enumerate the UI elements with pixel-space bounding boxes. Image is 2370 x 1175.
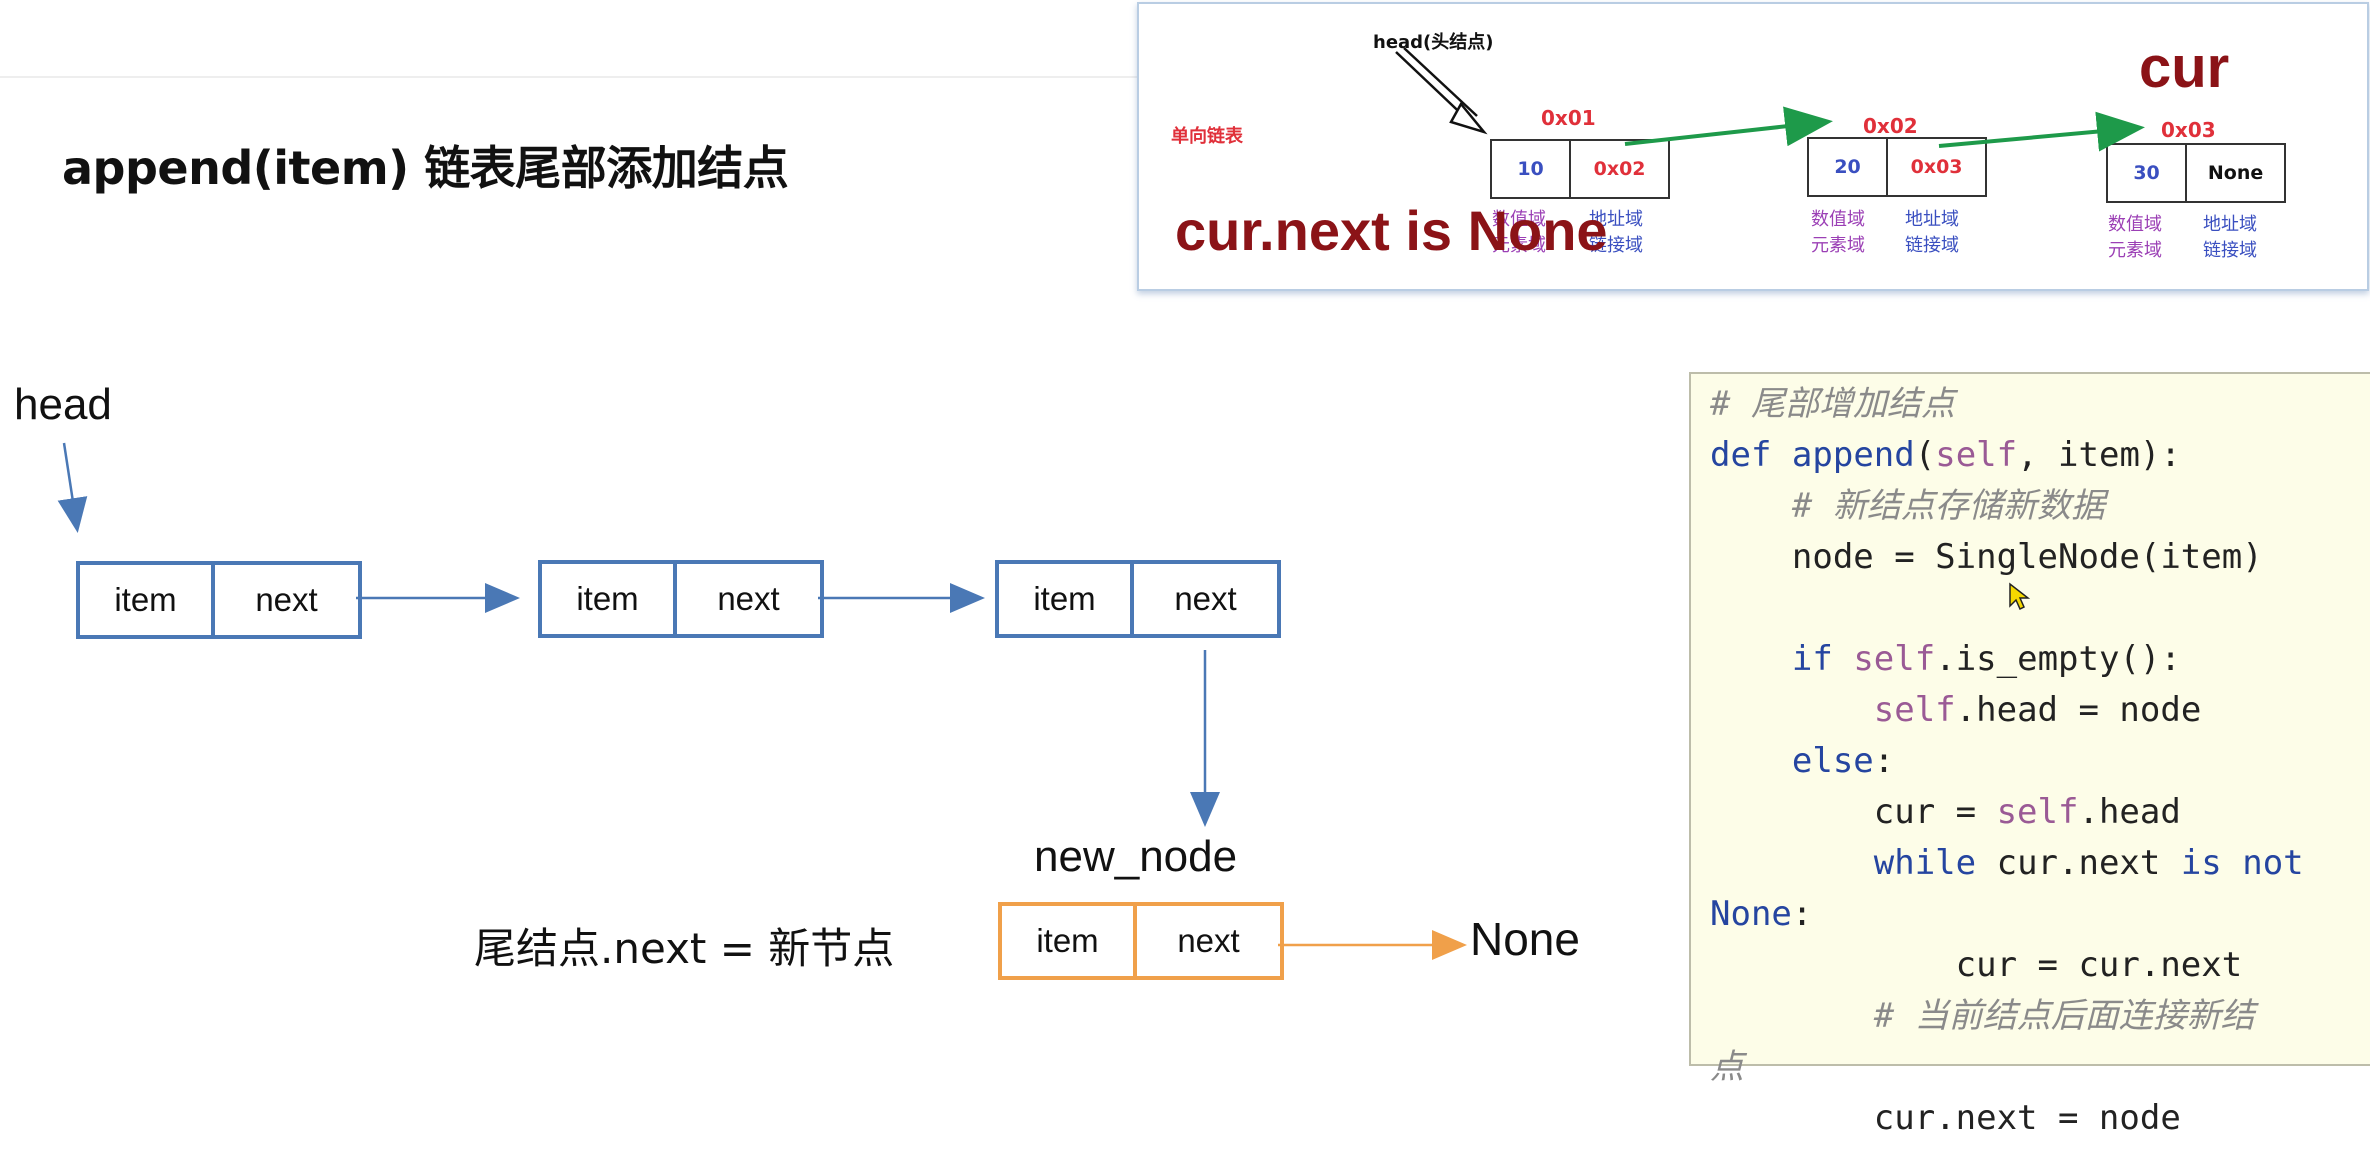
condition-label: cur.next is None [1175, 199, 1608, 262]
code-line: if self.is_empty(): [1791, 639, 2181, 679]
code-line: cur = self.head [1710, 792, 2181, 832]
list-node: item next [995, 560, 1281, 638]
node-next-cell: next [673, 564, 820, 634]
code-panel [1689, 372, 2370, 1066]
inset-link-arrow [1938, 111, 2145, 152]
code-line: else: [1791, 741, 1895, 781]
new-node: item next [998, 902, 1284, 980]
header-divider [0, 76, 1140, 78]
code-line: # 尾部增加结点 [1710, 384, 1955, 424]
inset-node-value: 30 [2133, 162, 2160, 184]
node-item-cell: item [1033, 580, 1096, 617]
node-item-cell: item [576, 580, 639, 617]
head-pointer-arrow [57, 442, 88, 533]
inset-field-label: 数值域元素域 [1811, 209, 1865, 256]
inset-node: 10 0x02 [1490, 139, 1670, 199]
inset-field-label: 地址域链接域 [1905, 209, 1959, 256]
head-label: head [14, 380, 112, 429]
code-line: cur.next = node [1710, 1098, 2181, 1138]
inset-arrows [1395, 47, 2145, 152]
inset-link-arrow [1624, 106, 1833, 147]
inset-node-value: 20 [1834, 156, 1861, 178]
inset-field-label: 数值域元素域 [1492, 209, 1546, 256]
cur-pointer-label: cur [2139, 35, 2230, 100]
inset-node-next: 0x02 [1569, 141, 1668, 197]
inset-node-address: 0x02 [1863, 114, 1918, 138]
list-node: item next [538, 560, 824, 638]
code-line: 点 [1710, 1047, 1744, 1087]
inset-node-address: 0x03 [2161, 118, 2216, 142]
code-block: # 尾部增加结点 def append(self, item): # 新结点存储… [1710, 379, 2304, 1144]
inset-head-label: head(头结点) [1373, 32, 1494, 53]
code-line: self.head = node [1873, 690, 2202, 730]
inset-node: 20 0x03 [1807, 137, 1987, 197]
inset-node-next: None [2185, 145, 2284, 201]
new-node-label: new_node [1034, 832, 1238, 881]
inset-field-label: 地址域链接域 [2203, 214, 2257, 261]
node-next-cell: next [1130, 564, 1277, 634]
inset-node-next: 0x03 [1886, 139, 1985, 195]
mouse-cursor-icon [2009, 582, 2030, 611]
inset-node-address: 0x01 [1541, 106, 1596, 130]
code-line: None: [1710, 894, 1813, 934]
inset-field-label: 地址域链接域 [1589, 209, 1643, 256]
code-line: # 当前结点后面连接新结 [1710, 996, 2255, 1036]
code-line: def append(self, item): [1710, 435, 2181, 475]
node-next-cell: next [1133, 906, 1280, 976]
inset-node-value: 10 [1517, 158, 1544, 180]
assign-label: 尾结点.next = 新节点 [474, 924, 895, 973]
inset-field-label: 数值域元素域 [2108, 214, 2162, 261]
slide-title: append(item) 链表尾部添加结点 [62, 141, 789, 195]
linked-list-inset-figure: head(头结点) 单向链表 cur 0x01 10 0x02 数值域元素域 地… [1137, 2, 2369, 291]
node-item-cell: item [114, 581, 177, 618]
code-line: node = SingleNode(item) [1710, 537, 2263, 577]
node-next-cell: next [211, 565, 358, 635]
node-item-cell: item [1036, 922, 1099, 959]
inset-node: 30 None [2106, 143, 2286, 203]
list-node: item next [76, 561, 362, 639]
code-line: cur = cur.next [1710, 945, 2243, 985]
none-label: None [1470, 913, 1580, 965]
code-line: # 新结点存储新数据 [1710, 486, 2105, 526]
code-line: while cur.next is not [1873, 843, 2304, 883]
inset-list-kind: 单向链表 [1171, 126, 1243, 147]
